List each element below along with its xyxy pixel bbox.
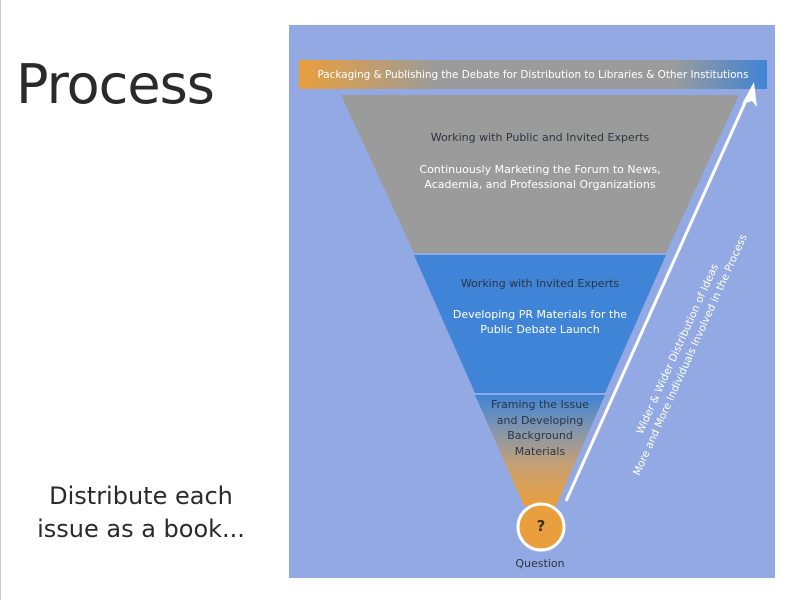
question-label: Question [515,557,565,570]
tier-middle-secondary: Developing PR Materials for the Public D… [420,307,660,337]
tier-middle-secondary-line-1: Developing PR Materials for the [452,308,628,321]
tier-bottom-line-2: and Developing [496,413,584,427]
caption-line-1: Distribute each [49,482,233,510]
tier-bottom-line-4: Materials [514,444,566,458]
slide-caption: Distribute each issue as a book... [0,480,282,546]
top-bar-label: Packaging & Publishing the Debate for Di… [317,68,749,81]
question-circle [516,502,566,552]
funnel-tier-middle [414,255,666,393]
tier-middle-secondary-line-2: Public Debate Launch [480,323,600,336]
tier-top-secondary-line-2: Academia, and Professional Organizations [424,178,656,191]
tier-top-secondary-line-1: Continuously Marketing the Forum to News… [419,163,661,176]
question-mark-icon: ? [536,517,546,535]
tier-bottom-line-3: Background [507,429,573,442]
tier-top-primary: Working with Public and Invited Experts [430,131,650,144]
top-bar [299,60,767,89]
arrow-head-icon [742,82,757,107]
tier-top-secondary: Continuously Marketing the Forum to News… [380,162,700,192]
tier-bottom-line-1: Framing the Issue [490,398,589,411]
funnel-tier-top [341,95,739,253]
funnel-tier-bottom [475,395,605,506]
slide-left-edge [0,0,1,600]
slide-title: Process [16,53,215,116]
tier-middle-primary: Working with Invited Experts [460,277,620,290]
caption-line-2: issue as a book... [37,515,245,543]
tier-bottom-text: Framing the Issue and Developing Backgro… [480,397,600,459]
arrow-shaft [564,95,750,502]
